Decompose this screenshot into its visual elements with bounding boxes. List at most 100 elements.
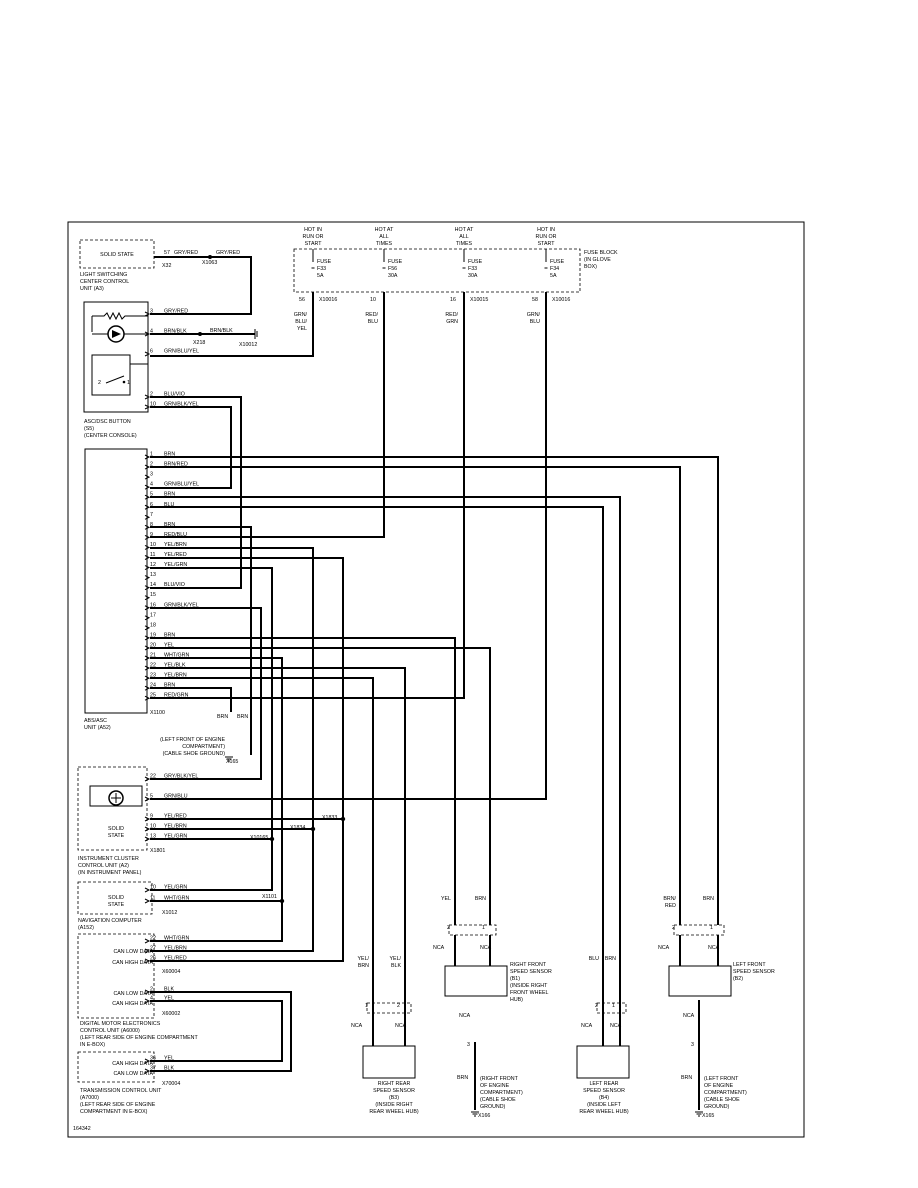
fuse-hot-label: HOT IN <box>304 227 322 233</box>
component-label: (LEFT REAR SIDE OF ENGINE <box>80 1102 156 1108</box>
wire-color: GRY/RED <box>164 309 188 315</box>
pin-arrow-icon <box>144 645 151 651</box>
wire-color: YEL/BRN <box>164 542 187 548</box>
pin-arrow-icon <box>144 948 151 954</box>
fuse-icon <box>382 249 386 269</box>
pin-arrow-icon <box>144 595 151 601</box>
instrument-cluster: SOLID STATE X1801 INSTRUMENT CLUSTER CON… <box>77 766 165 876</box>
cluster-inner: STATE <box>108 833 125 839</box>
wire-color: RED <box>665 903 676 909</box>
pin-number: 9 <box>150 814 153 820</box>
component-label: (B1) <box>510 976 520 982</box>
nca-label: NCA <box>433 945 445 951</box>
pin-label: 1 <box>127 380 130 386</box>
connector-id: X10015 <box>470 297 488 303</box>
ground-label: COMPARTMENT) <box>182 744 225 750</box>
pin-number: 22 <box>150 663 156 669</box>
sensor-lead <box>679 935 719 966</box>
can-label: CAN HIGH DATA <box>112 1061 153 1067</box>
pin-number: 4 <box>150 329 153 335</box>
pin-arrow-icon <box>144 504 151 510</box>
pin-number: 36 <box>150 1056 156 1062</box>
pin-arrow-icon <box>144 776 151 782</box>
pin-number: 58 <box>532 297 538 303</box>
wire-color: GRY/RED <box>216 250 240 256</box>
fuse-hot-label: START <box>305 241 323 247</box>
pin-number: 1 <box>482 925 485 931</box>
wire-color: BLU <box>589 956 599 962</box>
fuse-block: FUSE BLOCK (IN GLOVE BOX) <box>293 248 618 293</box>
pin-number: 6 <box>150 349 153 355</box>
pin-arrow-icon <box>144 514 151 520</box>
component-label: NAVIGATION COMPUTER <box>78 918 142 924</box>
pin-arrow-icon <box>144 655 151 661</box>
splice-dot <box>279 898 285 904</box>
splice-dot <box>198 332 202 336</box>
ground-label: COMPARTMENT) <box>480 1090 523 1096</box>
pin-number: 4 <box>150 996 153 1002</box>
connector-id: X10016 <box>319 297 337 303</box>
wire-color: YEL/GRN <box>164 562 187 568</box>
ground-label: (LEFT FRONT <box>704 1076 739 1082</box>
pin-number: 17 <box>150 612 156 618</box>
nca-label: NCA <box>683 1013 695 1019</box>
fuse-rating: 5A <box>550 273 557 279</box>
fuse-block-label: FUSE BLOCK <box>584 250 618 256</box>
wire-color: GRY/RED <box>174 250 198 256</box>
component-label: ABS/ASC <box>84 718 107 724</box>
pin-number: 6 <box>150 502 153 508</box>
can-label: CAN HIGH DATA <box>112 1001 153 1007</box>
component-label: (LEFT REAR SIDE OF ENGINE COMPARTMENT <box>80 1035 198 1041</box>
ground-label: COMPARTMENT) <box>704 1090 747 1096</box>
switch-contact-icon <box>105 375 125 384</box>
component-label: HUB) <box>510 997 523 1003</box>
fuse-hot-label: TIMES <box>376 241 393 247</box>
fuse-rating: F33 <box>468 266 477 272</box>
connector-id: X1801 <box>150 848 165 854</box>
wire-color: BRN/RED <box>164 462 188 468</box>
wire-color: BRN <box>681 1075 692 1081</box>
pin-number: 3 <box>467 1042 470 1048</box>
wire-color: BLU <box>368 319 378 325</box>
sensor-connector <box>448 924 497 936</box>
nca-label: NCA <box>610 1023 622 1029</box>
component-label: RIGHT FRONT <box>510 962 547 968</box>
wire-color: YEL/ <box>390 956 402 962</box>
pin-number: 5 <box>150 794 153 800</box>
sensor-lead <box>602 1013 621 1046</box>
wire-color: BRN <box>164 492 175 498</box>
component-label: (B2) <box>733 976 743 982</box>
fuse-hot-label: RUN OR <box>303 234 324 240</box>
wire-color: BRN/BLK <box>210 328 233 334</box>
wire-color: GRN/BLU/YEL <box>164 482 199 488</box>
wire-color: YEL/BLK <box>164 663 186 669</box>
pin-arrow-icon <box>144 311 151 317</box>
wire-color: YEL/BRN <box>164 946 187 952</box>
wire-color: YEL/RED <box>164 552 187 558</box>
splice-dot <box>208 255 212 259</box>
fuse-rating: F34 <box>550 266 559 272</box>
pin-arrow-icon <box>144 331 151 337</box>
wire-color: YEL/RED <box>164 814 187 820</box>
wire-color: WHT/GRN <box>164 896 189 902</box>
ground-label: (CABLE SHOE <box>480 1097 516 1103</box>
fuse-hot-label: TIMES <box>456 241 473 247</box>
component-label: (B4) <box>599 1095 609 1101</box>
pin-number: 56 <box>299 297 305 303</box>
component-label: (A7000) <box>80 1095 99 1101</box>
wire-color: BRN/ <box>663 896 676 902</box>
wire-color: BRN <box>164 683 175 689</box>
component-label: CONTROL UNIT (A6000) <box>80 1028 140 1034</box>
fuse-hot-label: ALL <box>459 234 468 240</box>
pin-number: 2 <box>150 462 153 468</box>
pin-number: 10 <box>150 542 156 548</box>
ground-label: (CABLE SHOE GROUND) <box>163 751 226 757</box>
fuse-hot-label: START <box>538 241 556 247</box>
pin-number: 10 <box>150 885 156 891</box>
wire-color: YEL <box>441 896 451 902</box>
pin-number: 12 <box>150 562 156 568</box>
pin-number: 10 <box>150 824 156 830</box>
pin-number: 9 <box>150 532 153 538</box>
wire-color: GRN/BLU <box>164 794 188 800</box>
